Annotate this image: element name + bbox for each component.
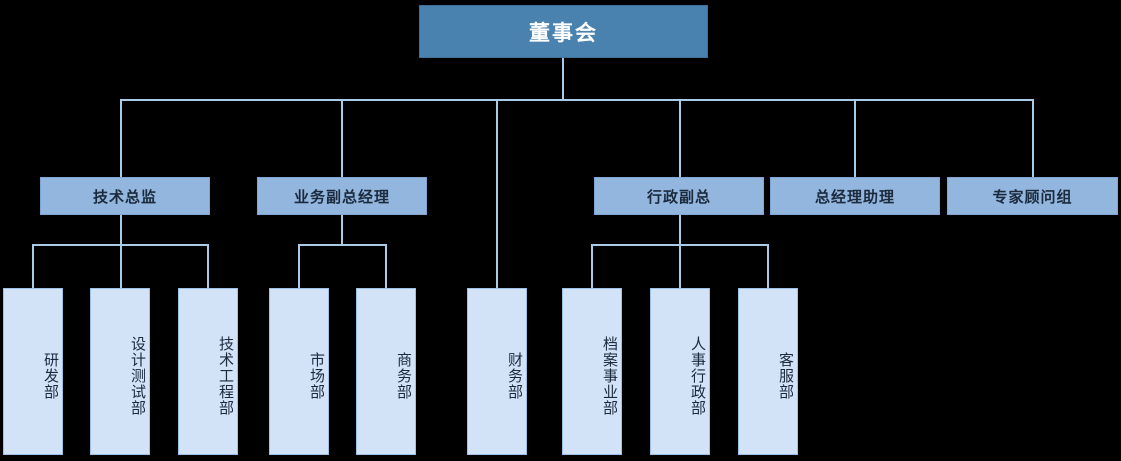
connector-drop-tech-director <box>120 99 122 177</box>
connector-drop-biz-vp <box>341 99 343 177</box>
node-biz-vp[interactable]: 业务副总经理 <box>257 177 427 215</box>
node-admin-vp[interactable]: 行政副总 <box>594 177 764 215</box>
node-expert-group[interactable]: 专家顾问组 <box>947 177 1118 215</box>
node-hr-admin-dept[interactable]: 人事行政部 <box>650 288 710 455</box>
connector-drop-design-test-dept <box>120 244 122 288</box>
connector-drop-finance-dept <box>496 99 498 288</box>
connector-biz-vp-stem <box>341 215 343 245</box>
connector-drop-hr-admin-dept <box>679 244 681 288</box>
connector-drop-tech-eng-dept <box>207 244 209 288</box>
connector-drop-expert-group <box>1032 99 1034 177</box>
node-tech-eng-dept[interactable]: 技术工程部 <box>178 288 238 455</box>
node-archive-div[interactable]: 档案事业部 <box>562 288 622 455</box>
node-market-dept[interactable]: 市场部 <box>269 288 329 455</box>
connector-drop-admin-vp <box>679 99 681 177</box>
node-commerce-dept[interactable]: 商务部 <box>356 288 416 455</box>
connector-admin-vp-stem <box>679 215 681 245</box>
connector-drop-rd-dept <box>32 244 34 288</box>
connector-drop-gm-assistant <box>854 99 856 177</box>
connector-level2-bus <box>120 99 1034 101</box>
connector-biz-vp-bus <box>298 244 387 246</box>
node-gm-assistant[interactable]: 总经理助理 <box>770 177 940 215</box>
connector-tech-director-stem <box>120 215 122 245</box>
connector-drop-archive-div <box>591 244 593 288</box>
connector-drop-commerce-dept <box>385 244 387 288</box>
node-service-dept[interactable]: 客服部 <box>738 288 798 455</box>
connector-drop-market-dept <box>298 244 300 288</box>
node-design-test-dept[interactable]: 设计测试部 <box>90 288 150 455</box>
connector-drop-service-dept <box>767 244 769 288</box>
node-finance-dept[interactable]: 财务部 <box>467 288 527 455</box>
node-board[interactable]: 董事会 <box>419 5 708 58</box>
node-tech-director[interactable]: 技术总监 <box>40 177 210 215</box>
connector-board-stem <box>562 58 564 100</box>
node-rd-dept[interactable]: 研发部 <box>3 288 63 455</box>
